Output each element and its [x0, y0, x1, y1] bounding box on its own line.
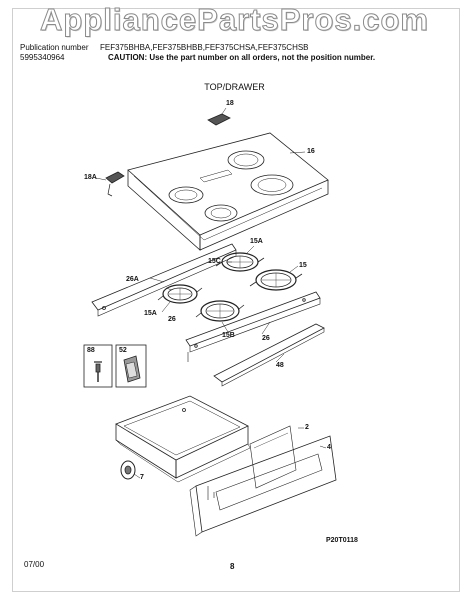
section-title: TOP/DRAWER: [204, 82, 265, 92]
burner-front: [204, 204, 238, 222]
caution-note: CAUTION: Use the part number on all orde…: [108, 53, 376, 62]
callout-88: 88: [87, 347, 95, 354]
callout-15: 15: [299, 262, 307, 269]
strip-48: [213, 323, 325, 387]
rail-26-body: [185, 291, 321, 347]
model-numbers: FEF375BHBA,FEF375BHBB,FEF375CHSA,FEF375C…: [100, 43, 309, 52]
callout-7: 7: [140, 474, 144, 481]
drawer-top-rim: [115, 395, 249, 461]
element-15b: [195, 300, 245, 322]
page-border: [12, 8, 460, 592]
callout-26a: 26A: [126, 276, 139, 283]
cooktop-front-skirt: [199, 180, 329, 251]
callout-18: 18: [226, 100, 234, 107]
callout-52: 52: [119, 347, 127, 354]
watermark: AppliancePartsPros.com: [40, 2, 429, 38]
rail-26a: [91, 243, 237, 317]
footer-date: 07/00: [24, 560, 45, 569]
callout-15c: 15C: [208, 258, 221, 265]
callout-26-left: 26: [168, 316, 176, 323]
inset-52: [115, 344, 147, 388]
callout-15a: 15A: [250, 238, 263, 245]
burner-right-front: [250, 174, 294, 196]
bracket-18a-body: [105, 171, 125, 184]
drawer-front-panel: [195, 435, 337, 533]
publication-label: Publication number: [20, 43, 89, 52]
element-15: [249, 269, 303, 291]
rail-26-front: [185, 291, 321, 362]
callout-15b: 15B: [222, 332, 235, 339]
drawer-front-side: [175, 426, 249, 479]
callout-16: 16: [307, 148, 315, 155]
drawing-code: P20T0118: [326, 537, 358, 544]
element-15a-left: [157, 284, 203, 304]
surface-elements: [157, 245, 303, 333]
cooktop-display-window: [199, 169, 233, 183]
drawer-assembly: [115, 395, 337, 537]
roller-7: [120, 460, 141, 480]
bracket-18a: [95, 171, 125, 197]
cooktop-glass: [127, 132, 329, 236]
callout-26-right: 26: [262, 335, 270, 342]
bracket-18-body: [207, 113, 231, 126]
burner-left-rear: [168, 186, 204, 204]
callout-18a: 18A: [84, 174, 97, 181]
cooktop-left-skirt: [127, 170, 201, 251]
drawer-liner: [249, 425, 297, 489]
publication-number: 5995340964: [20, 53, 65, 62]
callout-2: 2: [305, 424, 309, 431]
callout-48: 48: [276, 362, 284, 369]
rail-26a-body: [91, 243, 237, 311]
drawer-handle-recess: [215, 453, 323, 511]
callout-4: 4: [327, 444, 331, 451]
burner-rear: [227, 150, 265, 170]
bracket-18: [207, 107, 231, 126]
inset-88: [83, 344, 113, 388]
callout-15a-lower: 15A: [144, 310, 157, 317]
cooktop-assembly: [127, 132, 329, 251]
footer-page-number: 8: [230, 562, 235, 571]
